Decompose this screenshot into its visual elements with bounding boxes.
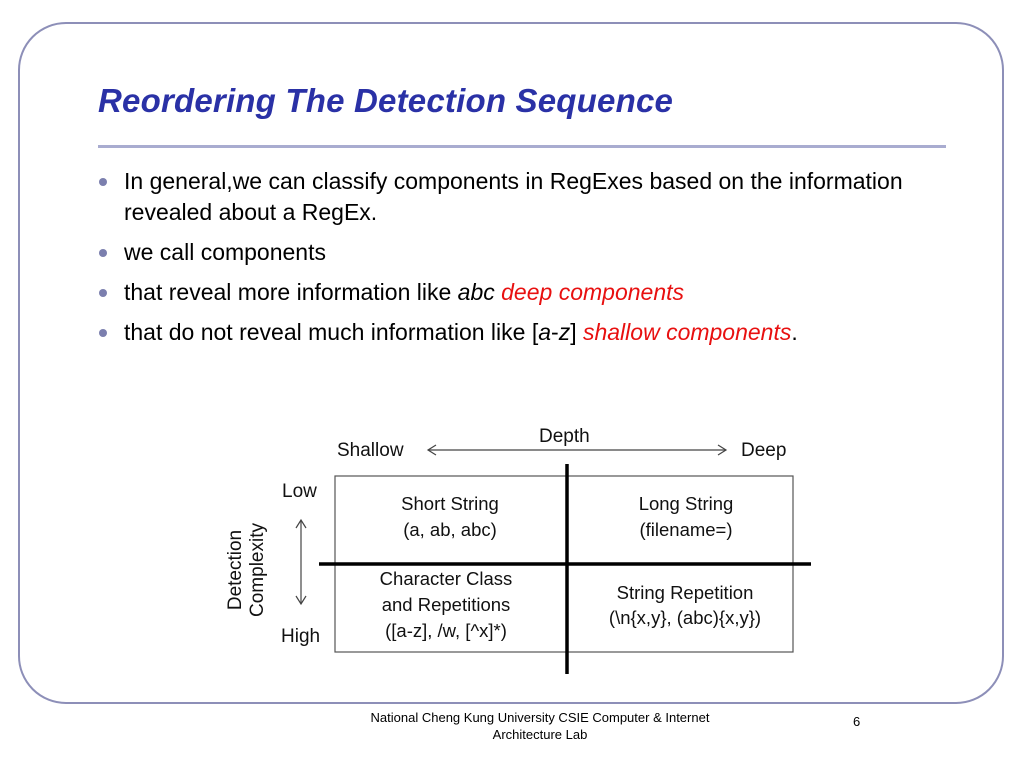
slide-title: Reordering The Detection Sequence [98,82,674,119]
bullet-suffix: . [791,319,798,345]
low-label: Low [282,481,317,502]
cell-string-repetition-title: String Repetition [617,582,754,603]
shallow-label: Shallow [337,440,404,461]
high-label: High [281,626,320,647]
cell-repetitions-title: and Repetitions [382,594,511,615]
example-code-a: a [538,319,552,345]
cell-long-string-examples: (filename=) [639,519,732,540]
depth-complexity-diagram: .dtext { font-family:"Liberation Sans", … [225,426,811,674]
shallow-components-highlight: shallow components [582,319,792,345]
deep-components-highlight: deep components [501,279,684,305]
bullet-item: we call components [96,237,976,268]
cell-short-string-examples: (a, ab, abc) [403,519,497,540]
bullet-item: In general,we can classify components in… [96,166,976,228]
footer-text: National Cheng Kung University CSIE Comp… [330,709,750,743]
vertical-axis-label: Detection Complexity [225,523,268,617]
footer-line-2: Architecture Lab [492,727,588,742]
bullet-dot-icon [99,178,107,186]
vertical-arrow-icon [295,518,307,606]
complexity-label: Complexity [247,523,268,617]
bullet-text: In general,we can classify components in… [124,168,903,225]
page-number: 6 [853,714,861,729]
bullet-item: that do not reveal much information like… [96,317,976,348]
footer-line-1: National Cheng Kung University CSIE Comp… [370,710,710,725]
cell-string-repetition-examples: (\n{x,y}, (abc){x,y}) [609,607,761,628]
example-dash: - [551,319,559,345]
cell-character-class-examples: ([a-z], /w, [^x]*) [385,620,507,641]
bullet-text: we call components [124,239,326,265]
bullet-list: In general,we can classify components in… [96,166,976,357]
title-divider [98,145,946,148]
horizontal-arrow-icon [426,444,728,456]
detection-label: Detection [225,530,246,610]
example-code: abc [457,279,495,305]
bullet-text: that reveal more information like [124,279,458,305]
cell-long-string-title: Long String [639,493,734,514]
cell-short-string-title: Short String [401,493,499,514]
bullet-text: that do not reveal much information like… [124,319,539,345]
bullet-dot-icon [99,249,107,257]
deep-label: Deep [741,440,786,461]
example-bracket: ] [570,319,577,345]
bullet-dot-icon [99,329,107,337]
cell-character-class-title: Character Class [380,568,513,589]
bullet-item: that reveal more information like abc de… [96,277,976,308]
example-code-z: z [558,319,571,345]
bullet-dot-icon [99,289,107,297]
depth-label: Depth [539,426,590,447]
slide-frame [18,22,1004,704]
